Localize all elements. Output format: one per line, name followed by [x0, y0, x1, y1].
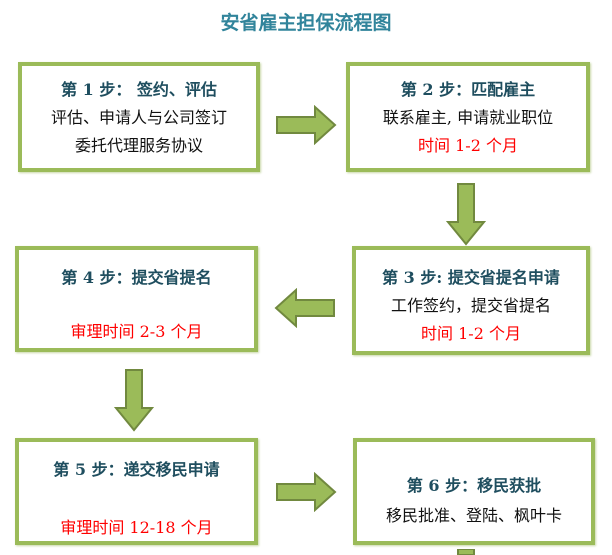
step-text: 移民批准、登陆、枫叶卡 [385, 506, 562, 525]
step-text: 联系雇主, 申请就业职位 [382, 108, 554, 127]
step-heading: 第 5 步：递交移民申请 [53, 460, 220, 479]
arrow-right-icon [276, 472, 337, 512]
step-text: 评估、申请人与公司签订 [50, 108, 227, 127]
step-time: 时间 1-2 个月 [421, 324, 521, 343]
step-5-box: 第 5 步：递交移民申请 审理时间 12-18 个月 [15, 438, 258, 545]
step-text: 工作签约，提交省提名 [390, 296, 551, 315]
step-heading: 第 1 步： 签约、评估 [61, 80, 217, 99]
step-3-box: 第 3 步: 提交省提名申请 工作签约，提交省提名 时间 1-2 个月 [352, 246, 590, 355]
arrow-down-icon [457, 549, 475, 555]
step-4-box: 第 4 步：提交省提名 审理时间 2-3 个月 [15, 246, 258, 352]
step-2-box: 第 2 步：匹配雇主 联系雇主, 申请就业职位 时间 1-2 个月 [346, 62, 590, 172]
arrow-right-icon [276, 105, 337, 145]
step-text: 委托代理服务协议 [74, 136, 203, 155]
step-heading: 第 4 步：提交省提名 [61, 268, 212, 287]
step-time: 时间 1-2 个月 [418, 136, 518, 155]
step-heading: 第 2 步：匹配雇主 [400, 80, 536, 99]
page-title: 安省雇主担保流程图 [220, 12, 392, 34]
step-heading: 第 3 步: 提交省提名申请 [382, 268, 560, 287]
step-heading: 第 6 步：移民获批 [406, 476, 542, 495]
step-6-box: 第 6 步：移民获批 移民批准、登陆、枫叶卡 [353, 438, 595, 545]
step-time: 审理时间 2-3 个月 [70, 322, 203, 341]
step-1-box: 第 1 步： 签约、评估 评估、申请人与公司签订 委托代理服务协议 [18, 62, 260, 172]
arrow-down-icon [446, 183, 486, 246]
arrow-down-icon [114, 369, 154, 432]
step-time: 审理时间 12-18 个月 [60, 518, 213, 537]
arrow-left-icon [274, 288, 335, 328]
